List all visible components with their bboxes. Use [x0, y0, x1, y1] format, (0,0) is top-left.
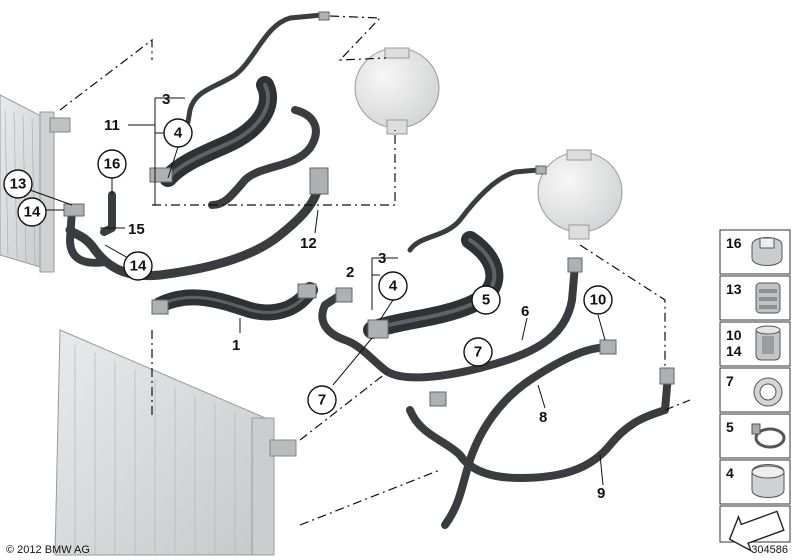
circle-label-7-left: 7 — [318, 392, 326, 409]
circle-label-4-upper: 4 — [174, 125, 183, 142]
svg-text:7: 7 — [726, 373, 734, 389]
circle-label-5: 5 — [482, 292, 490, 309]
expansion-tank-upper — [354, 47, 440, 135]
expansion-tank-lower — [537, 149, 623, 240]
coupling-sleeve-icon — [755, 325, 781, 361]
label-3-upper: 3 — [162, 91, 170, 108]
legend-item-5: 5 — [719, 413, 791, 459]
circle-label-13: 13 — [10, 176, 27, 193]
circle-label-14-right: 14 — [130, 258, 147, 275]
label-15: 15 — [128, 221, 145, 238]
radiator-lower — [54, 329, 297, 556]
svg-text:5: 5 — [726, 419, 734, 435]
circle-label-7-right: 7 — [474, 344, 482, 361]
label-8: 8 — [539, 409, 547, 426]
quick-coupling-icon — [755, 282, 781, 314]
legend-item-reference — [719, 505, 791, 553]
circled-labels: 4 4 5 7 7 10 13 14 14 16 — [3, 118, 613, 415]
fittings — [63, 11, 675, 407]
legend-item-7: 7 — [719, 367, 791, 413]
band-clamp-icon — [751, 464, 785, 498]
label-3-lower: 3 — [378, 250, 386, 267]
routing-lines — [59, 15, 691, 526]
circle-label-16: 16 — [104, 156, 121, 173]
part-labels: 1 2 3 3 6 8 9 11 12 15 — [104, 91, 605, 502]
svg-text:16: 16 — [726, 235, 742, 251]
hose-clamp-icon — [753, 377, 783, 407]
arrow-reference-icon — [728, 510, 785, 553]
hoses — [65, 12, 672, 529]
label-12: 12 — [300, 235, 317, 252]
label-6: 6 — [521, 303, 529, 320]
clamp-band-icon — [751, 237, 783, 266]
legend-item-13: 13 — [719, 275, 791, 321]
copyright-text: © 2012 BMW AG — [6, 544, 90, 556]
legend-item-4: 4 — [719, 459, 791, 505]
label-11: 11 — [104, 117, 120, 134]
circle-label-4-lower: 4 — [389, 278, 398, 295]
label-1: 1 — [232, 337, 240, 354]
spring-clamp-icon — [751, 423, 786, 449]
svg-text:13: 13 — [726, 281, 742, 297]
circle-label-10: 10 — [590, 292, 607, 309]
label-2: 2 — [346, 264, 354, 281]
circle-label-14-left: 14 — [24, 204, 41, 221]
legend-item-16: 16 — [719, 229, 791, 275]
diagram-number: 304586 — [751, 544, 788, 556]
svg-text:4: 4 — [726, 465, 734, 481]
label-9: 9 — [597, 485, 605, 502]
